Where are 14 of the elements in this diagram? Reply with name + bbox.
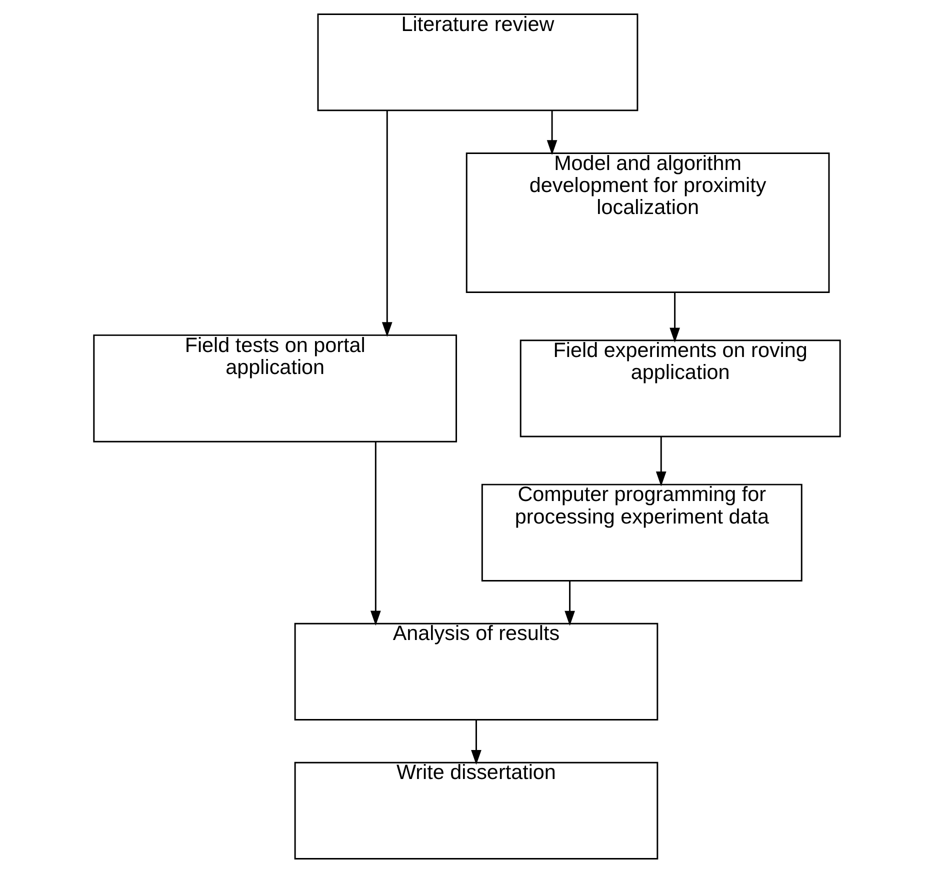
node-box: Write dissertation — [294, 762, 658, 860]
node-box: Model and algorithm development for proximity localization — [465, 152, 830, 294]
node-box: Computer programming for processing experiment data — [480, 484, 802, 582]
node-box: Analysis of results — [294, 622, 658, 720]
node-box: Literature review — [316, 14, 638, 112]
arrow — [669, 292, 680, 343]
arrow — [546, 110, 557, 155]
arrow — [381, 110, 392, 337]
arrow — [470, 720, 481, 765]
node-box: Field experiments on roving application — [519, 340, 840, 438]
arrow — [564, 580, 574, 626]
arrow — [370, 442, 380, 626]
arrow — [655, 436, 666, 486]
node-box: Field tests on portal application — [92, 334, 457, 442]
